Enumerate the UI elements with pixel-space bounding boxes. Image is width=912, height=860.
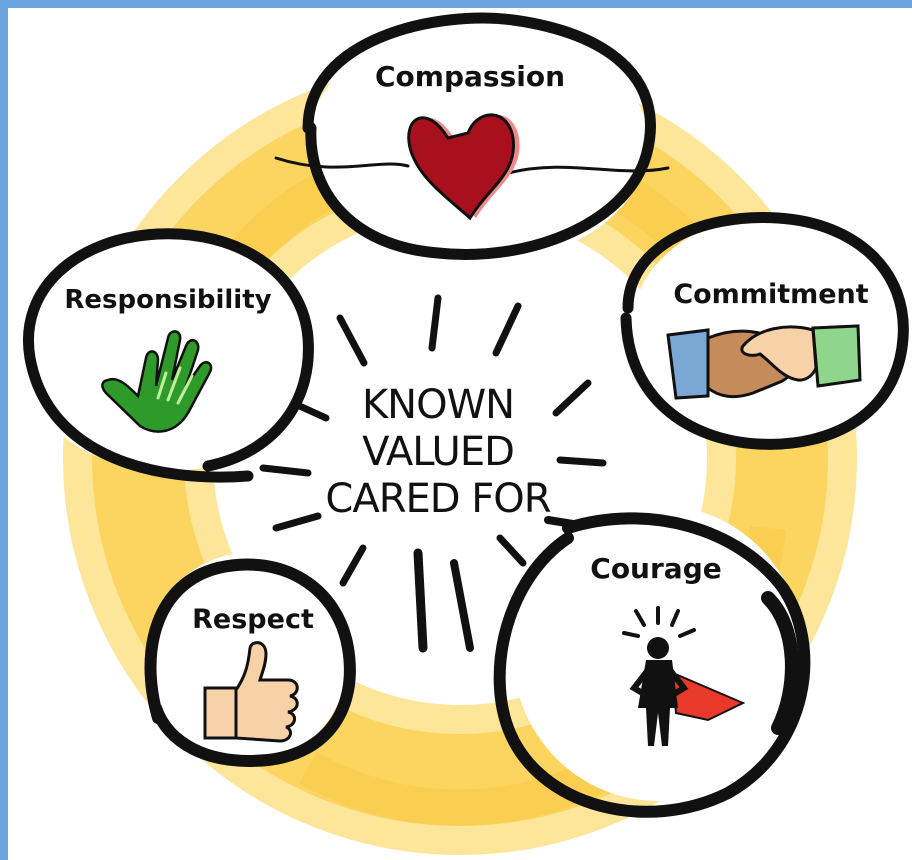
center-text: KNOWN VALUED CARED FOR: [325, 382, 551, 522]
center-line-valued: VALUED: [362, 429, 514, 475]
value-commitment: Commitment: [620, 212, 912, 450]
superhero-icon: [622, 606, 746, 746]
value-respect: Respect: [144, 553, 356, 767]
values-diagram: KNOWN VALUED CARED FOR Compassion Commit…: [20, 12, 912, 855]
handshake-icon: [666, 324, 862, 400]
commitment-label: Commitment: [673, 279, 868, 310]
center-line-cared-for: CARED FOR: [325, 476, 550, 522]
value-responsibility: Responsibility: [20, 228, 316, 483]
respect-label: Respect: [192, 604, 314, 635]
value-courage: Courage: [493, 505, 811, 818]
thumbs-up-icon: [203, 641, 299, 743]
heart-icon: [407, 113, 520, 221]
center-line-known: KNOWN: [362, 382, 514, 428]
responsibility-label: Responsibility: [64, 285, 271, 315]
courage-label: Courage: [590, 552, 721, 585]
compassion-label: Compassion: [375, 60, 565, 93]
helping-hands-icon: [101, 330, 213, 433]
value-compassion: Compassion: [274, 12, 670, 263]
